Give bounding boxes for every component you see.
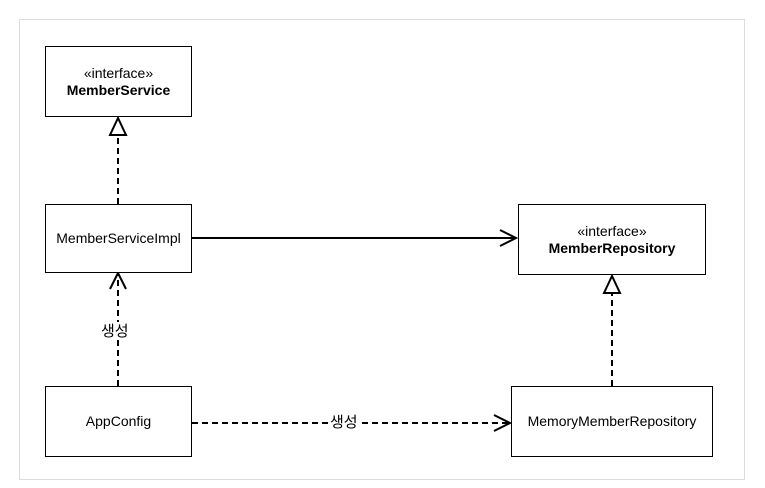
appconfig-box: AppConfig: [45, 386, 192, 457]
hollow-triangle-arrowhead: [602, 273, 622, 294]
stereotype-label: «interface»: [83, 64, 154, 81]
edge-label-create-impl: 생성: [99, 322, 131, 340]
memorymemberrepository-box: MemoryMemberRepository: [511, 386, 713, 457]
class-name: MemberServiceImpl: [56, 230, 181, 246]
hollow-triangle-arrowhead: [108, 115, 128, 136]
memberservice-interface-box: «interface» MemberService: [45, 46, 192, 117]
class-name: MemoryMemberRepository: [527, 413, 697, 429]
class-name: MemberService: [66, 81, 171, 98]
open-arrowhead: [499, 229, 519, 247]
stereotype-label: «interface»: [577, 222, 647, 239]
memberrepository-interface-box: «interface» MemberRepository: [518, 204, 706, 275]
open-arrowhead: [493, 414, 513, 432]
edge-label-create-memory: 생성: [328, 413, 360, 431]
memberserviceimpl-box: MemberServiceImpl: [45, 204, 192, 273]
class-name: MemberRepository: [548, 239, 676, 256]
open-arrowhead: [109, 270, 127, 290]
class-name: AppConfig: [85, 413, 152, 429]
